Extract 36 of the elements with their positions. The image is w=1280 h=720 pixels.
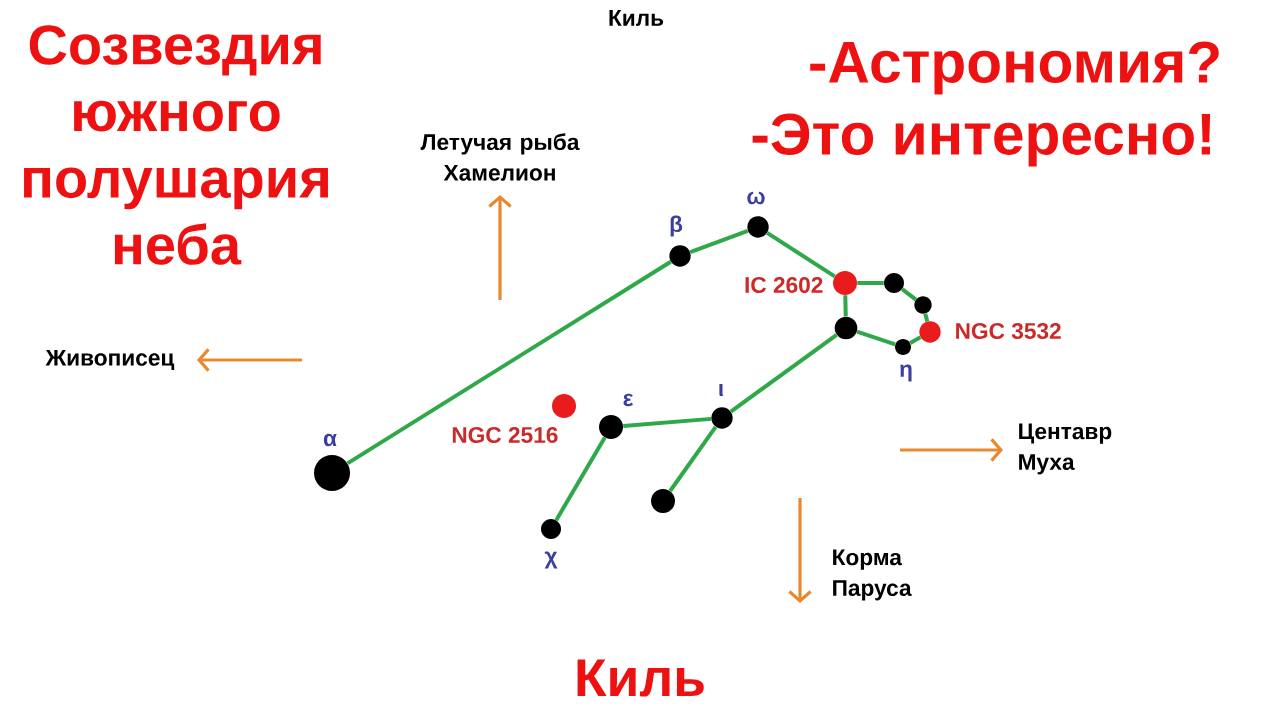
- constellation-line: [729, 333, 838, 414]
- star-label: η: [900, 364, 912, 382]
- constellation-line: [689, 228, 749, 255]
- constellation-line: [909, 335, 922, 345]
- constellation-line: [346, 260, 672, 466]
- caption-label: Киль: [609, 10, 664, 26]
- title: Созвездия южного полушария неба: [24, 25, 328, 265]
- constellation-line: [668, 425, 718, 493]
- star-label: β: [670, 215, 683, 237]
- constellation-line: [843, 295, 848, 317]
- constellation-line: [923, 313, 930, 322]
- constellation-line: [766, 231, 836, 279]
- direction-label: Корма Паруса: [833, 549, 912, 601]
- star-label: α: [323, 433, 337, 447]
- star-dot: [914, 296, 932, 314]
- star-label: ι: [719, 384, 724, 396]
- direction-label: Центавр Муха: [1019, 423, 1112, 475]
- cluster-label: IC 2602: [745, 276, 823, 294]
- constellation-line: [623, 416, 712, 428]
- cluster-label: NGC 3532: [956, 322, 1061, 340]
- direction-label: Летучая рыба Хамелион: [420, 133, 580, 181]
- heading: -Астрономия?: [810, 41, 1219, 95]
- star-label: ε: [623, 393, 633, 407]
- star-label: ω: [747, 191, 765, 205]
- heading: Киль: [577, 659, 704, 697]
- star-dot: [651, 489, 675, 513]
- constellation-line: [554, 436, 607, 522]
- cluster-label: NGC 2516: [452, 426, 558, 444]
- constellation-line: [857, 281, 884, 285]
- star-dot: [884, 273, 904, 293]
- star-dot: [834, 316, 858, 340]
- constellation-line: [901, 287, 918, 302]
- direction-label: Живописец: [45, 349, 175, 371]
- star-label: χ: [544, 551, 558, 569]
- constellation-line: [856, 329, 896, 347]
- heading: -Это интересно!: [752, 113, 1211, 167]
